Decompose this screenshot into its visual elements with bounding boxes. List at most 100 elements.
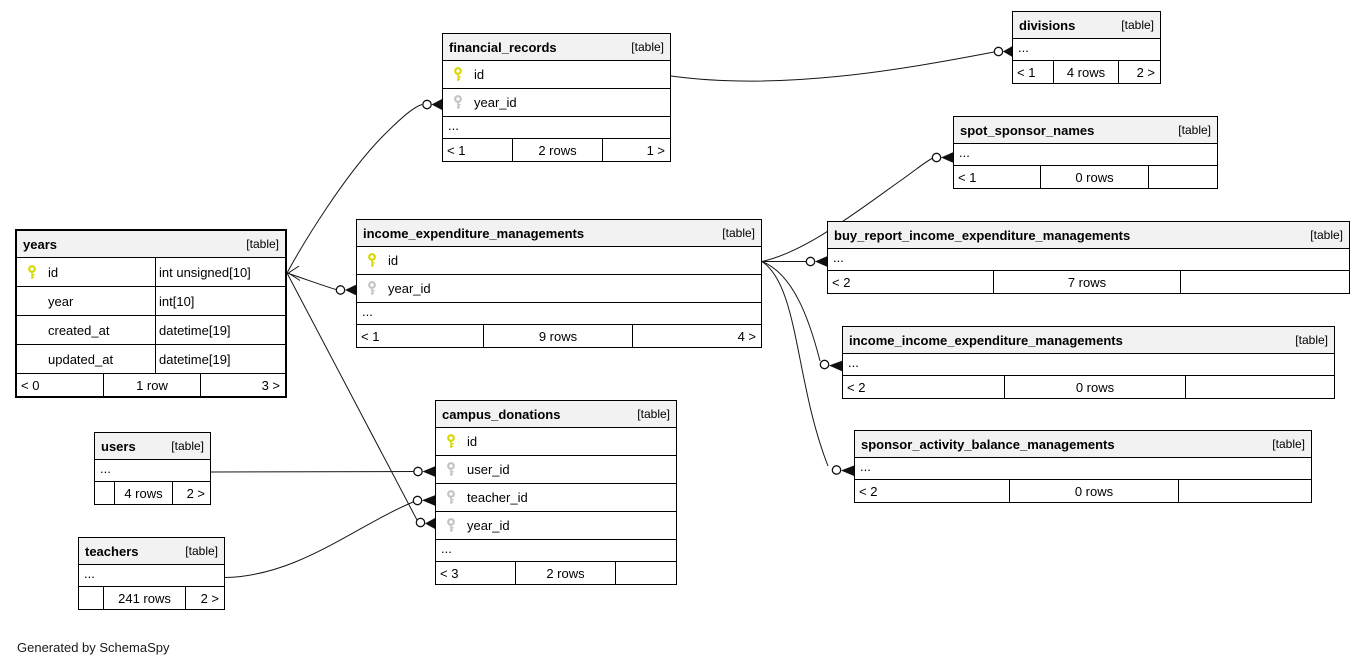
table-name[interactable]: teachers: [85, 543, 139, 559]
table-name[interactable]: income_expenditure_managements: [363, 225, 585, 241]
table-name[interactable]: years: [23, 236, 57, 252]
table-footer: < 0 1 row 3 >: [17, 374, 285, 396]
table-badge: [table]: [1272, 437, 1305, 451]
table-badge: [table]: [631, 40, 664, 54]
table-campus-donations[interactable]: campus_donations [table] id user_id teac…: [435, 400, 677, 585]
edge-iem-spot-sponsor-names: [761, 158, 933, 262]
column-name: id: [48, 264, 59, 280]
table-name[interactable]: financial_records: [449, 39, 557, 55]
table-financial-records[interactable]: financial_records [table] id year_id ...…: [442, 33, 671, 162]
row-count: 7 rows: [994, 271, 1181, 293]
children-count: [1149, 166, 1217, 188]
column-row: teacher_id: [436, 484, 676, 512]
table-footer: 241 rows 2 >: [79, 587, 224, 609]
table-badge: [table]: [171, 439, 204, 453]
hidden-columns-ellipsis: ...: [443, 117, 670, 139]
column-name: year_id: [388, 281, 431, 296]
parents-count: < 1: [357, 325, 484, 347]
table-name[interactable]: income_income_expenditure_managements: [849, 332, 1123, 348]
table-footer: < 1 4 rows 2 >: [1013, 61, 1160, 83]
children-count: 4 >: [737, 328, 756, 344]
table-name[interactable]: users: [101, 438, 136, 454]
parents-count: < 3: [436, 562, 516, 584]
edge-years-campus-donations: [286, 272, 418, 521]
column-name: id: [467, 434, 478, 449]
hidden-columns-ellipsis: ...: [95, 460, 210, 482]
column-row: id int unsigned[10]: [17, 258, 285, 287]
primary-key-icon: [28, 264, 36, 279]
generated-by-note: Generated by SchemaSpy: [17, 640, 170, 655]
table-name[interactable]: buy_report_income_expenditure_management…: [834, 227, 1131, 243]
table-name[interactable]: sponsor_activity_balance_managements: [861, 436, 1115, 452]
table-header: financial_records [table]: [443, 34, 670, 61]
edge-teachers-campus-donations: [224, 501, 414, 578]
children-count: [1186, 376, 1334, 398]
column-row: id: [357, 247, 761, 275]
column-name: id: [474, 67, 485, 82]
table-buy-report-income-expenditure-managements[interactable]: buy_report_income_expenditure_management…: [827, 221, 1350, 294]
table-teachers[interactable]: teachers [table] ... 241 rows 2 >: [78, 537, 225, 610]
parents-count: < 0: [17, 374, 104, 396]
table-badge: [table]: [185, 544, 218, 558]
table-divisions[interactable]: divisions [table] ... < 1 4 rows 2 >: [1012, 11, 1161, 84]
parents-count: [95, 482, 115, 504]
column-row: year int[10]: [17, 287, 285, 316]
table-sponsor-activity-balance-managements[interactable]: sponsor_activity_balance_managements [ta…: [854, 430, 1312, 503]
row-count: 4 rows: [1054, 61, 1119, 83]
table-name[interactable]: divisions: [1019, 17, 1076, 33]
primary-key-icon: [454, 67, 462, 81]
parents-count: < 2: [843, 376, 1005, 398]
hidden-columns-ellipsis: ...: [954, 144, 1217, 166]
table-name[interactable]: spot_sponsor_names: [960, 122, 1095, 138]
row-count: 0 rows: [1005, 376, 1186, 398]
parents-count: < 1: [954, 166, 1041, 188]
column-type: datetime[19]: [159, 322, 231, 338]
column-row: created_at datetime[19]: [17, 316, 285, 345]
column-name: user_id: [467, 462, 510, 477]
children-count: 1 >: [646, 142, 665, 158]
table-footer: < 1 0 rows: [954, 166, 1217, 188]
crowfoot-arrows: [345, 46, 1012, 529]
foreign-key-icon: [447, 490, 455, 504]
edge-iem-income-income: [761, 261, 821, 362]
table-footer: < 2 7 rows: [828, 271, 1349, 293]
row-count: 0 rows: [1041, 166, 1149, 188]
row-count: 4 rows: [115, 482, 173, 504]
table-header: users [table]: [95, 433, 210, 460]
table-header: spot_sponsor_names [table]: [954, 117, 1217, 144]
column-row: year_id: [443, 89, 670, 117]
column-name: id: [388, 253, 399, 268]
foreign-key-icon: [447, 462, 455, 476]
table-income-income-expenditure-managements[interactable]: income_income_expenditure_managements [t…: [842, 326, 1335, 399]
table-badge: [table]: [246, 237, 279, 251]
table-header: years [table]: [17, 231, 285, 258]
hidden-columns-ellipsis: ...: [855, 458, 1311, 480]
primary-key-icon: [447, 434, 455, 448]
column-row: updated_at datetime[19]: [17, 345, 285, 374]
table-name[interactable]: campus_donations: [442, 406, 561, 422]
table-years[interactable]: years [table] id int unsigned[10] year i…: [15, 229, 287, 398]
hidden-columns-ellipsis: ...: [1013, 39, 1160, 61]
table-users[interactable]: users [table] ... 4 rows 2 >: [94, 432, 211, 505]
parents-count: < 1: [443, 139, 513, 161]
column-name: year_id: [467, 518, 510, 533]
column-type: datetime[19]: [159, 351, 231, 367]
table-income-expenditure-managements[interactable]: income_expenditure_managements [table] i…: [356, 219, 762, 348]
table-footer: < 2 0 rows: [843, 376, 1334, 398]
table-badge: [table]: [722, 226, 755, 240]
column-row: user_id: [436, 456, 676, 484]
table-header: divisions [table]: [1013, 12, 1160, 39]
parents-count: < 2: [855, 480, 1010, 502]
children-count: [1181, 271, 1349, 293]
column-name: teacher_id: [467, 490, 528, 505]
table-header: buy_report_income_expenditure_management…: [828, 222, 1349, 249]
table-footer: < 1 9 rows 4 >: [357, 325, 761, 347]
cardinality-dots: [335, 46, 1004, 528]
table-header: income_income_expenditure_managements [t…: [843, 327, 1334, 354]
column-name: year: [48, 293, 74, 309]
table-footer: < 2 0 rows: [855, 480, 1311, 502]
children-count: [1179, 480, 1311, 502]
children-count: 3 >: [261, 377, 280, 393]
table-spot-sponsor-names[interactable]: spot_sponsor_names [table] ... < 1 0 row…: [953, 116, 1218, 189]
row-count: 241 rows: [104, 587, 186, 609]
